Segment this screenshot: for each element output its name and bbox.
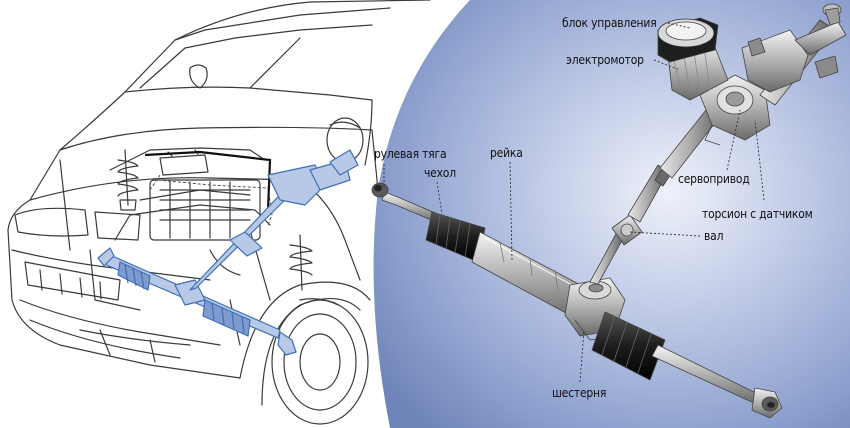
steering-rack-illustration [371, 3, 847, 419]
label-control-unit: блок управления [562, 16, 657, 30]
label-tie-rod: рулевая тяга [374, 147, 447, 161]
label-servo-drive: сервопривод [678, 172, 750, 186]
label-boot: чехол [424, 166, 456, 180]
car-steering-system [97, 149, 359, 356]
label-pinion: шестерня [552, 386, 607, 400]
label-electric-motor: электромотор [566, 53, 644, 67]
label-rack: рейка [490, 146, 523, 160]
car-outline [7, 0, 431, 425]
label-shaft: вал [704, 229, 724, 243]
label-torsion-sensor: торсион с датчиком [702, 207, 813, 221]
leader-lines [383, 22, 765, 383]
